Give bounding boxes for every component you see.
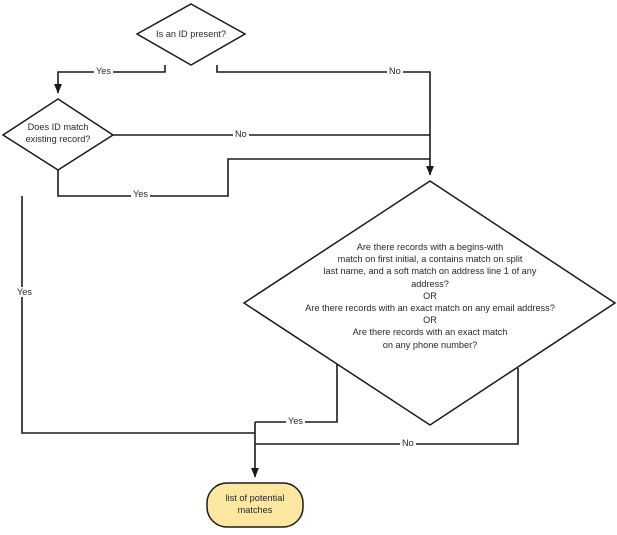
edge-label-fuzzy-no: No: [400, 438, 416, 448]
node-shape-id-present[interactable]: [135, 3, 247, 66]
edge-id-match-yes-to-fuzzy: [57, 158, 430, 197]
edge-label-id-match-yes-output: Yes: [15, 287, 34, 297]
edge-fuzzy-yes: [255, 363, 338, 423]
node-shape-output[interactable]: [206, 482, 304, 528]
edge-label-id-present-yes: Yes: [94, 66, 113, 76]
edge-label-id-match-yes: Yes: [131, 189, 150, 199]
node-shape-id-match[interactable]: [1, 98, 115, 171]
edge-label-id-match-no: No: [233, 129, 249, 139]
edge-label-id-present-no: No: [387, 66, 403, 76]
node-shape-fuzzy-match[interactable]: [242, 180, 617, 426]
edge-label-fuzzy-yes: Yes: [286, 416, 305, 426]
edge-id-present-no: [216, 65, 434, 176]
edge-id-match-yes-to-output: [21, 196, 255, 434]
edge-fuzzy-no: [255, 368, 519, 445]
